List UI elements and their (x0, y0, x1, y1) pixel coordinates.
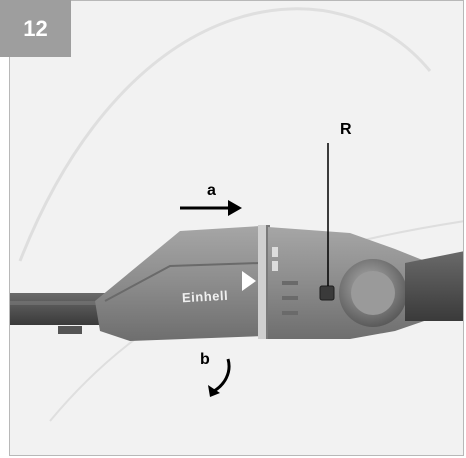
figure-number-badge: 12 (0, 0, 71, 57)
callout-b: b (200, 351, 210, 368)
callout-r: R (340, 121, 352, 138)
rear-handle (405, 251, 463, 321)
tool-head-housing (95, 226, 265, 341)
brand-label: Einhell (181, 287, 229, 306)
release-button-r (319, 285, 335, 301)
rotation-arrow-b (208, 358, 231, 397)
tool-illustration (10, 7, 463, 422)
locking-ring (258, 225, 266, 339)
direction-arrow-a (180, 200, 242, 216)
watermark (18, 7, 463, 422)
arrow-marker (242, 271, 256, 291)
product-photo: Einhell R a b (9, 0, 464, 456)
callout-a: a (207, 182, 216, 199)
